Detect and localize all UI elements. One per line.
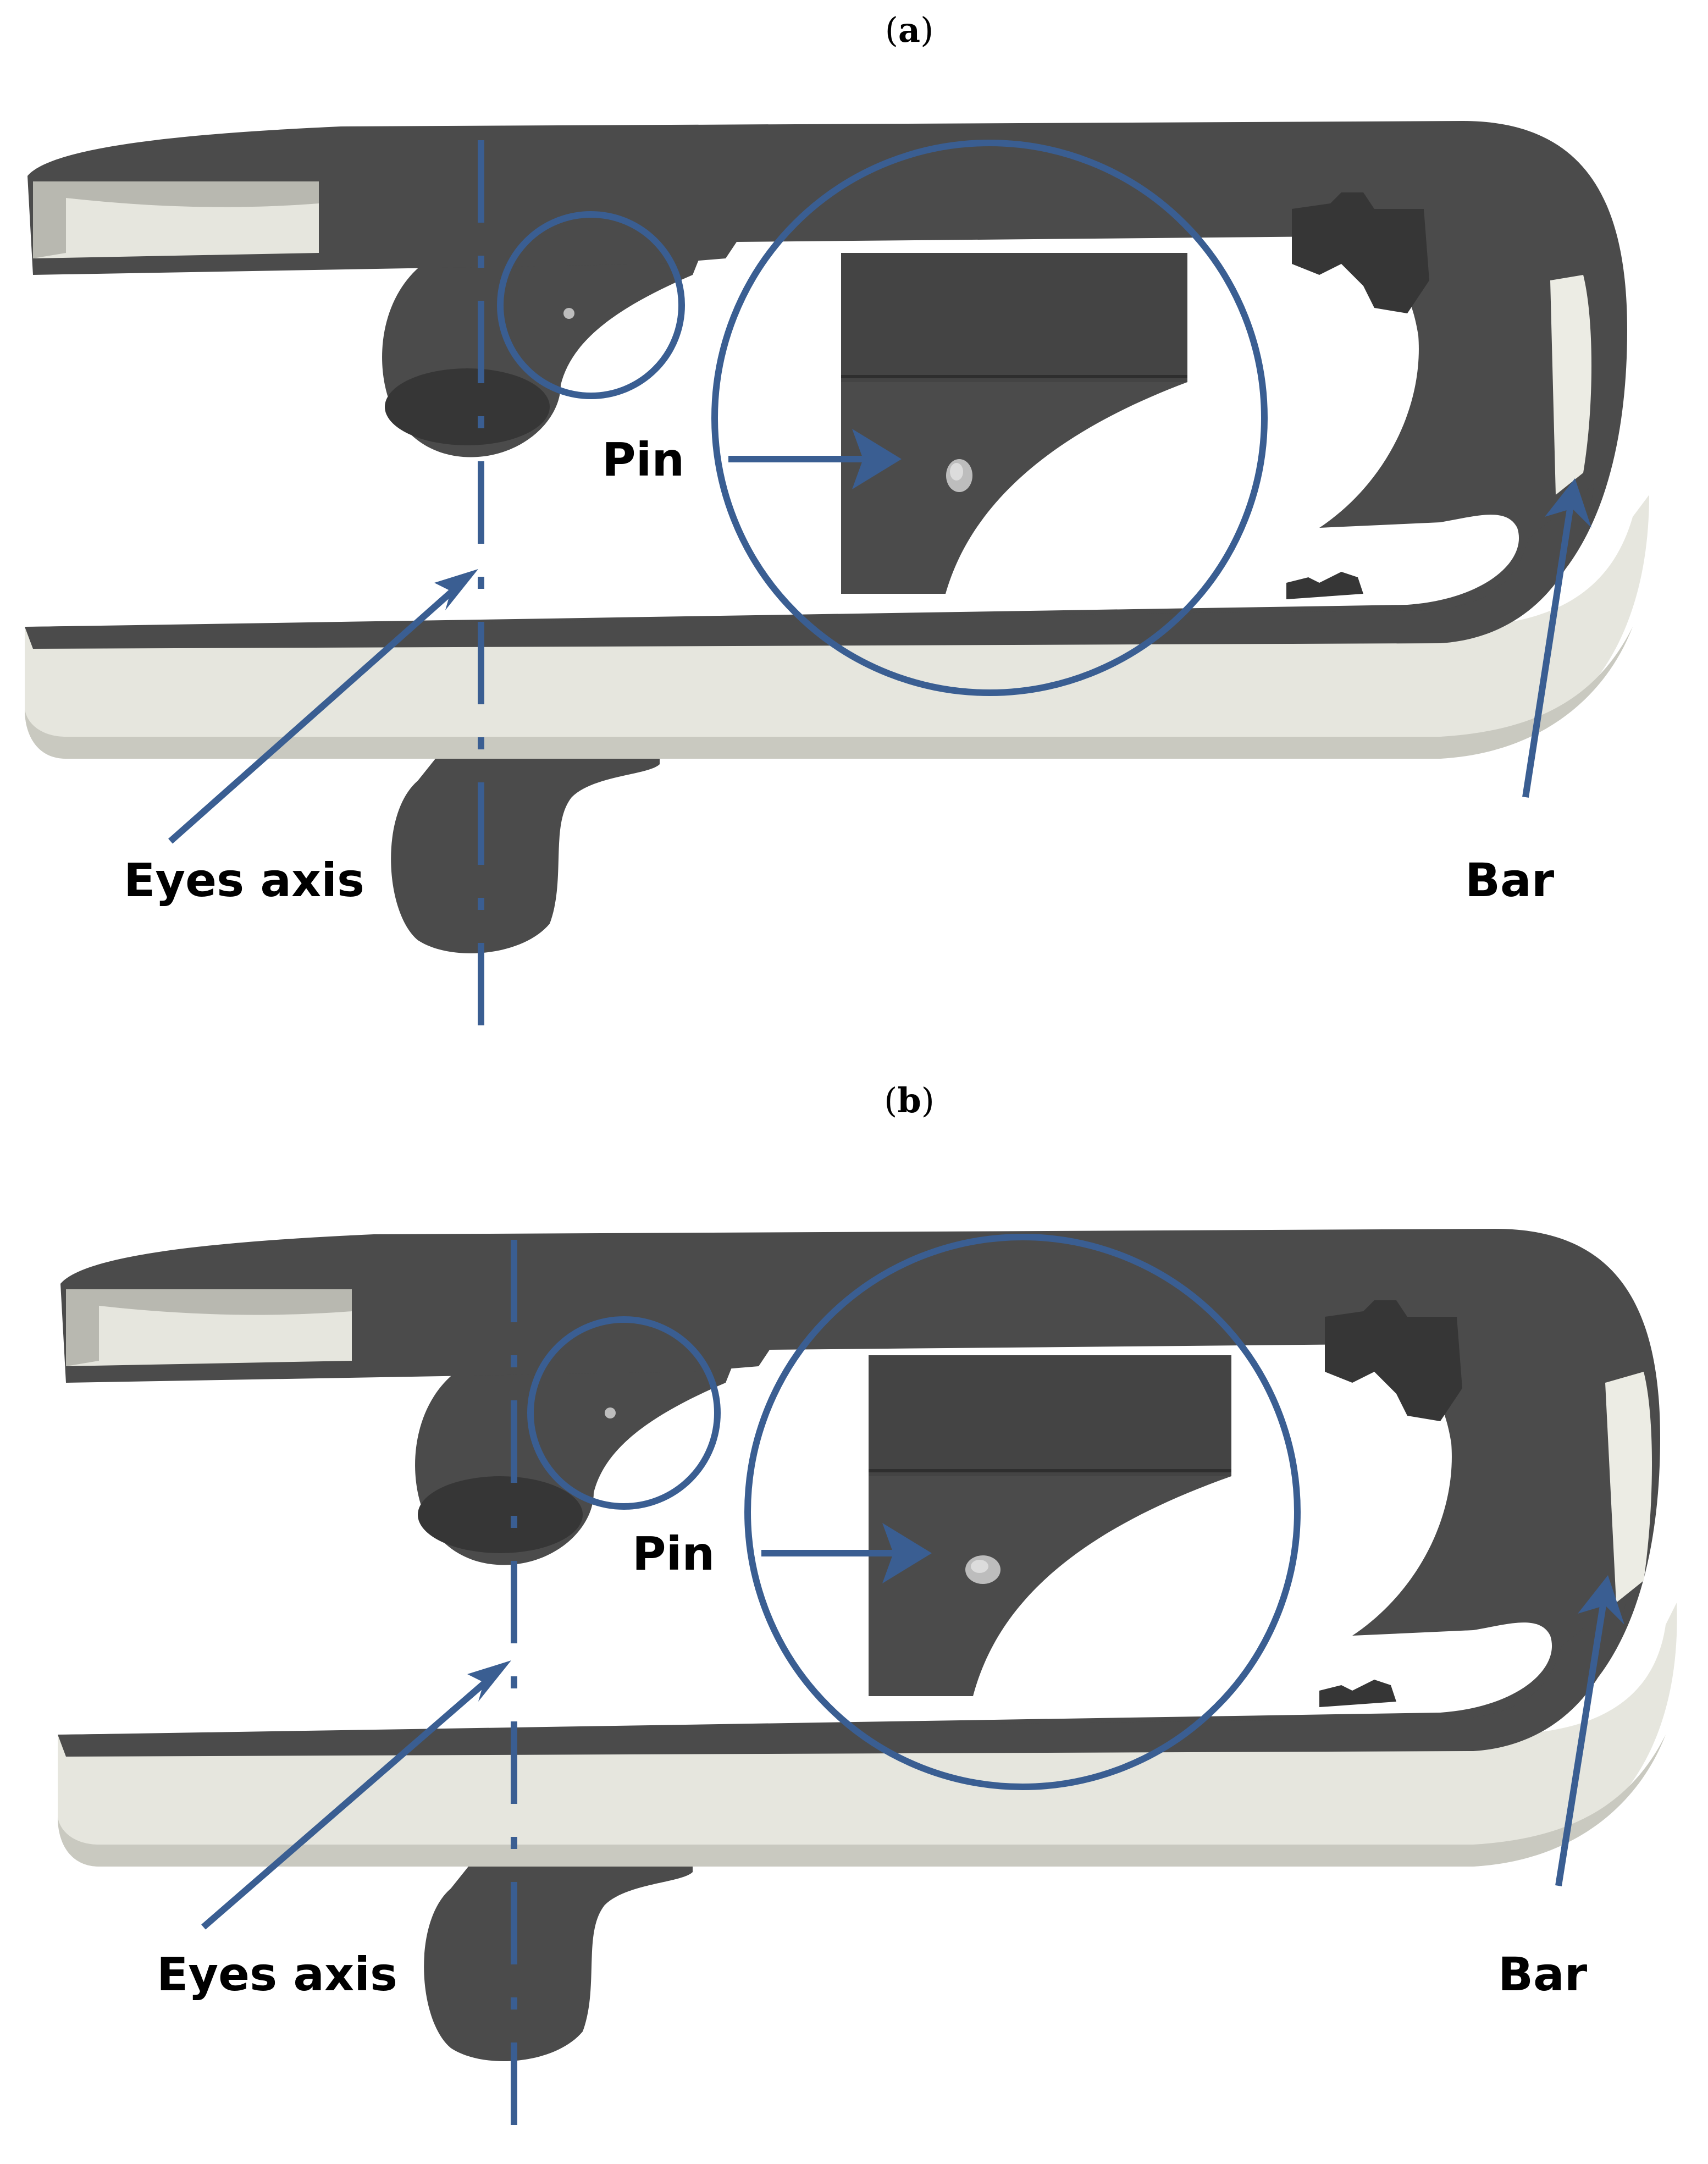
panel-b-figure: Pin Eyes axis Bar	[58, 1229, 1677, 2155]
pin-highlight-circle	[497, 211, 685, 399]
inset-cutout	[946, 382, 1187, 594]
panel-b-part	[58, 1229, 1677, 2061]
left-slot-shadow	[33, 181, 319, 258]
eyes-axis-label: Eyes axis	[157, 1947, 397, 2001]
bar-arrowhead	[1545, 478, 1591, 528]
bar-arrow-line	[1555, 1591, 1608, 1886]
panel-a-arrowheads	[434, 429, 1591, 610]
lower-eye-lobe	[424, 1861, 693, 2061]
eyes-axis-label: Eyes axis	[124, 853, 364, 907]
panel-b-arrowheads	[467, 1523, 1624, 1702]
pin-label: Pin	[632, 1527, 715, 1581]
panel-b-annotations	[201, 1234, 1608, 2155]
bar-arrowhead	[1578, 1575, 1624, 1625]
inset-upper-block	[869, 1355, 1231, 1476]
pin-arrowhead	[882, 1523, 932, 1583]
magnifier-circle	[744, 1234, 1301, 1790]
panel-b-inset	[869, 1355, 1231, 1696]
pin-highlight-circle	[527, 1316, 721, 1510]
lower-clip	[1319, 1680, 1396, 1707]
upper-eye-lobe-rim	[385, 368, 550, 445]
lower-bar-shade	[58, 1735, 1666, 1867]
left-slot-shadow	[66, 1289, 352, 1366]
inset-pin-highlight	[950, 463, 963, 481]
panel-a-letter: a	[898, 10, 921, 50]
pin-arrowhead	[852, 429, 902, 489]
inset-cutout	[973, 1476, 1231, 1696]
right-bar-light	[1605, 1372, 1652, 1603]
eyes-axis-arrowhead	[467, 1660, 511, 1702]
panel-a-caption: (a)	[885, 10, 934, 50]
pin-small	[605, 1407, 616, 1418]
upper-clip	[1292, 192, 1429, 313]
lower-eye-lobe	[391, 753, 660, 953]
panel-a-figure: Pin Eyes axis Bar	[25, 121, 1649, 1045]
panel-a-inset	[841, 253, 1187, 594]
pin-small	[563, 308, 574, 319]
upper-clip	[1325, 1300, 1462, 1421]
pin-label: Pin	[602, 433, 684, 487]
eyes-axis-arrow-line	[168, 580, 464, 844]
c-shaped-frame	[27, 121, 1627, 638]
bar-label: Bar	[1498, 1947, 1588, 2001]
eyes-axis-arrowhead	[434, 569, 478, 610]
inset-pin-highlight	[971, 1560, 988, 1573]
bar-arrow-line	[1522, 494, 1576, 798]
c-shaped-frame	[60, 1229, 1660, 1746]
upper-eye-lobe-rim	[418, 1476, 583, 1553]
panel-a-part	[25, 121, 1649, 953]
lower-bar-top-face	[25, 484, 1594, 649]
lower-clip	[1286, 572, 1363, 599]
lower-bar-top-face	[58, 1592, 1627, 1757]
right-bar-light	[1550, 275, 1591, 495]
eyes-axis-arrow-line	[201, 1671, 497, 1930]
bar-label: Bar	[1465, 853, 1555, 907]
panel-b-caption: (b)	[884, 1080, 935, 1120]
panel-b-letter: b	[897, 1080, 921, 1120]
inset-upper-block	[841, 253, 1187, 382]
panel-a-annotations	[168, 140, 1576, 1045]
lower-bar-shade	[25, 627, 1633, 759]
magnifier-circle	[711, 140, 1268, 696]
